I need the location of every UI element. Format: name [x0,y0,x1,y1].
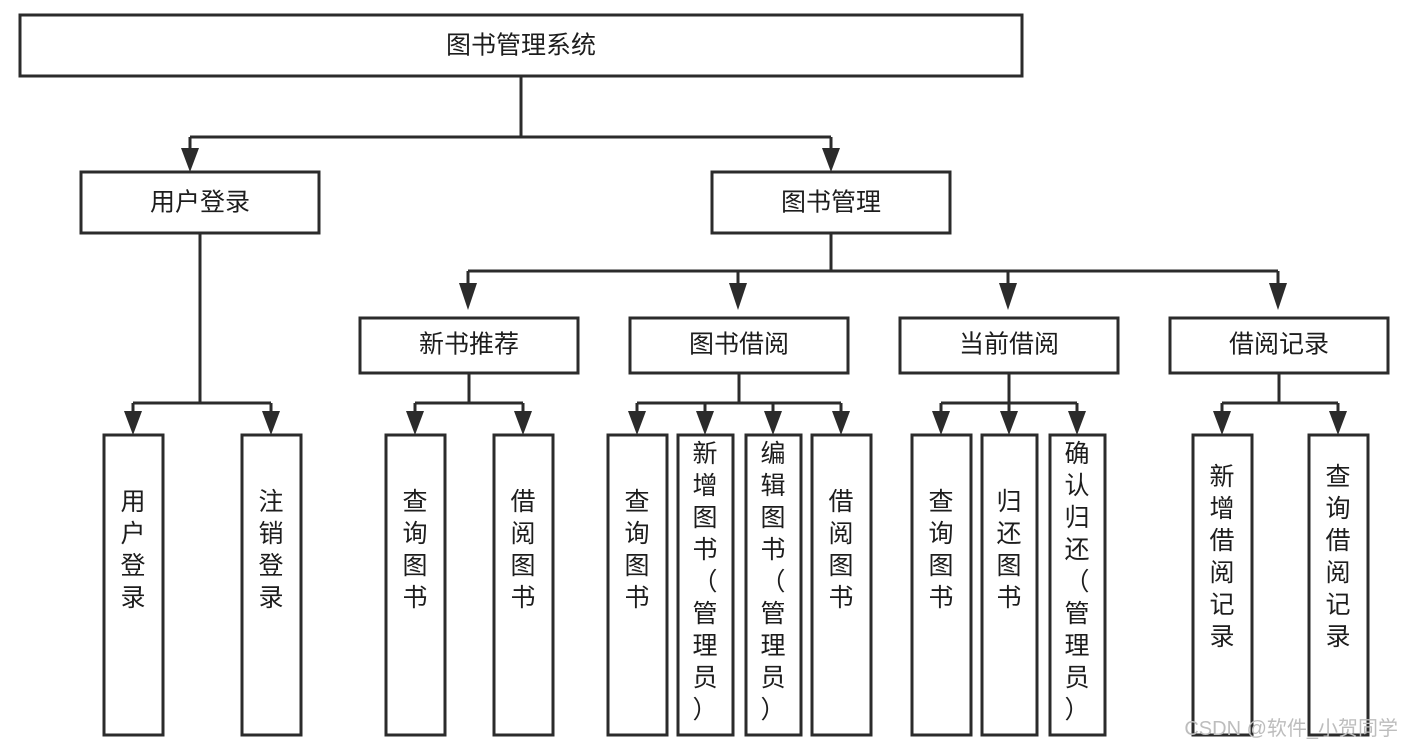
leaf-book-borrow-3-box[interactable] [810,433,873,737]
node-user-login-label: 用户登录 [150,189,250,217]
node-borrow-record-box[interactable] [1168,316,1390,375]
node-book-manage[interactable]: 图书管理 [710,170,952,235]
node-book-borrow-box[interactable] [628,316,850,375]
node-new-book-recommend-box[interactable] [358,316,580,375]
node-user-login[interactable]: 用户登录 [79,170,321,235]
node-book-manage-box[interactable] [710,170,952,235]
arrow-head-user-login [181,148,199,172]
arrow-head-leaf-bookborrow-1 [696,411,714,435]
arrow-head-leaf-bookborrow-0 [628,411,646,435]
leaf-book-borrow-0[interactable]: 查询图书 [606,433,669,737]
arrow-head-leaf-bookborrow-3 [832,411,850,435]
leaf-current-borrow-0[interactable]: 查询图书 [910,433,973,737]
leaf-new-book-recommend-1[interactable]: 借阅图书 [492,433,555,737]
arrow-head-leaf-borrowrecord-0 [1213,411,1231,435]
leaf-borrow-record-0[interactable]: 新增借阅记录 [1191,433,1254,737]
leaf-new-book-recommend-1-box[interactable] [492,433,555,737]
arrow-head-current-borrow [999,283,1017,310]
arrow-head-leaf-borrowrecord-1 [1329,411,1347,435]
leaf-user-login-0-label: 用户登录 [120,488,145,612]
arrow-head-leaf-currentborrow-1 [1000,411,1018,435]
node-root-label: 图书管理系统 [446,32,596,60]
leaf-borrow-record-0-label: 新增借阅记录 [1209,463,1234,651]
node-new-book-recommend[interactable]: 新书推荐 [358,316,580,375]
arrow-head-leaf-newbook-0 [406,411,424,435]
leaf-current-borrow-2-box[interactable] [1048,433,1107,737]
node-root-box[interactable] [18,13,1024,78]
leaf-user-login-0-box[interactable] [102,433,165,737]
leaf-new-book-recommend-0[interactable]: 查询图书 [384,433,447,737]
node-borrow-record[interactable]: 借阅记录 [1168,316,1390,375]
leaf-borrow-record-1-box[interactable] [1307,433,1370,737]
leaf-book-borrow-2-label: 编辑图书（管理员） [760,440,785,724]
node-current-borrow-box[interactable] [898,316,1120,375]
leaf-book-borrow-2[interactable]: 编辑图书（管理员） [744,433,803,737]
leaf-current-borrow-1-label: 归还图书 [996,488,1021,612]
leaf-user-login-1-box[interactable] [240,433,303,737]
leaf-new-book-recommend-0-label: 查询图书 [402,488,427,612]
leaf-current-borrow-2-label: 确认归还（管理员） [1064,440,1089,724]
node-book-borrow-label: 图书借阅 [689,331,789,359]
arrow-head-book-borrow [729,283,747,310]
leaf-book-borrow-1[interactable]: 新增图书（管理员） [676,433,735,737]
leaf-current-borrow-0-label: 查询图书 [928,488,953,612]
leaf-current-borrow-1[interactable]: 归还图书 [980,433,1039,737]
leaf-book-borrow-2-box[interactable] [744,433,803,737]
leaf-user-login-0[interactable]: 用户登录 [102,433,165,737]
leaf-borrow-record-1-label: 查询借阅记录 [1325,463,1350,651]
leaf-current-borrow-2[interactable]: 确认归还（管理员） [1048,433,1107,737]
arrow-head-book-manage [822,148,840,172]
leaf-user-login-1-label: 注销登录 [258,488,283,612]
connector-layer [124,76,1347,435]
arrow-head-borrow-record [1269,283,1287,310]
leaf-current-borrow-1-box[interactable] [980,433,1039,737]
leaf-borrow-record-1[interactable]: 查询借阅记录 [1307,433,1370,737]
leaf-current-borrow-0-box[interactable] [910,433,973,737]
arrow-head-new-book-recommend [459,283,477,310]
leaf-borrow-record-0-box[interactable] [1191,433,1254,737]
node-book-manage-label: 图书管理 [781,189,881,217]
node-current-borrow-label: 当前借阅 [959,331,1059,359]
leaf-book-borrow-3-label: 借阅图书 [828,488,853,612]
leaf-book-borrow-1-box[interactable] [676,433,735,737]
leaf-new-book-recommend-0-box[interactable] [384,433,447,737]
node-current-borrow[interactable]: 当前借阅 [898,316,1120,375]
node-book-borrow[interactable]: 图书借阅 [628,316,850,375]
leaf-book-borrow-0-label: 查询图书 [624,488,649,612]
leaf-new-book-recommend-1-label: 借阅图书 [510,488,535,612]
arrow-head-leaf-bookborrow-2 [764,411,782,435]
node-borrow-record-label: 借阅记录 [1229,331,1329,359]
leaf-book-borrow-1-label: 新增图书（管理员） [692,440,717,724]
arrow-head-leaf-user-login-0 [124,411,142,435]
leaf-book-borrow-0-box[interactable] [606,433,669,737]
arrow-head-leaf-newbook-1 [514,411,532,435]
leaf-user-login-1[interactable]: 注销登录 [240,433,303,737]
arrow-head-leaf-currentborrow-2 [1068,411,1086,435]
arrow-head-leaf-currentborrow-0 [932,411,950,435]
leaf-book-borrow-3[interactable]: 借阅图书 [810,433,873,737]
csdn-watermark: CSDN @软件_小贺同学 [1184,717,1398,740]
arrow-head-leaf-user-login-1 [262,411,280,435]
node-root[interactable]: 图书管理系统 [18,13,1024,78]
node-new-book-recommend-label: 新书推荐 [419,331,519,359]
node-user-login-box[interactable] [79,170,321,235]
